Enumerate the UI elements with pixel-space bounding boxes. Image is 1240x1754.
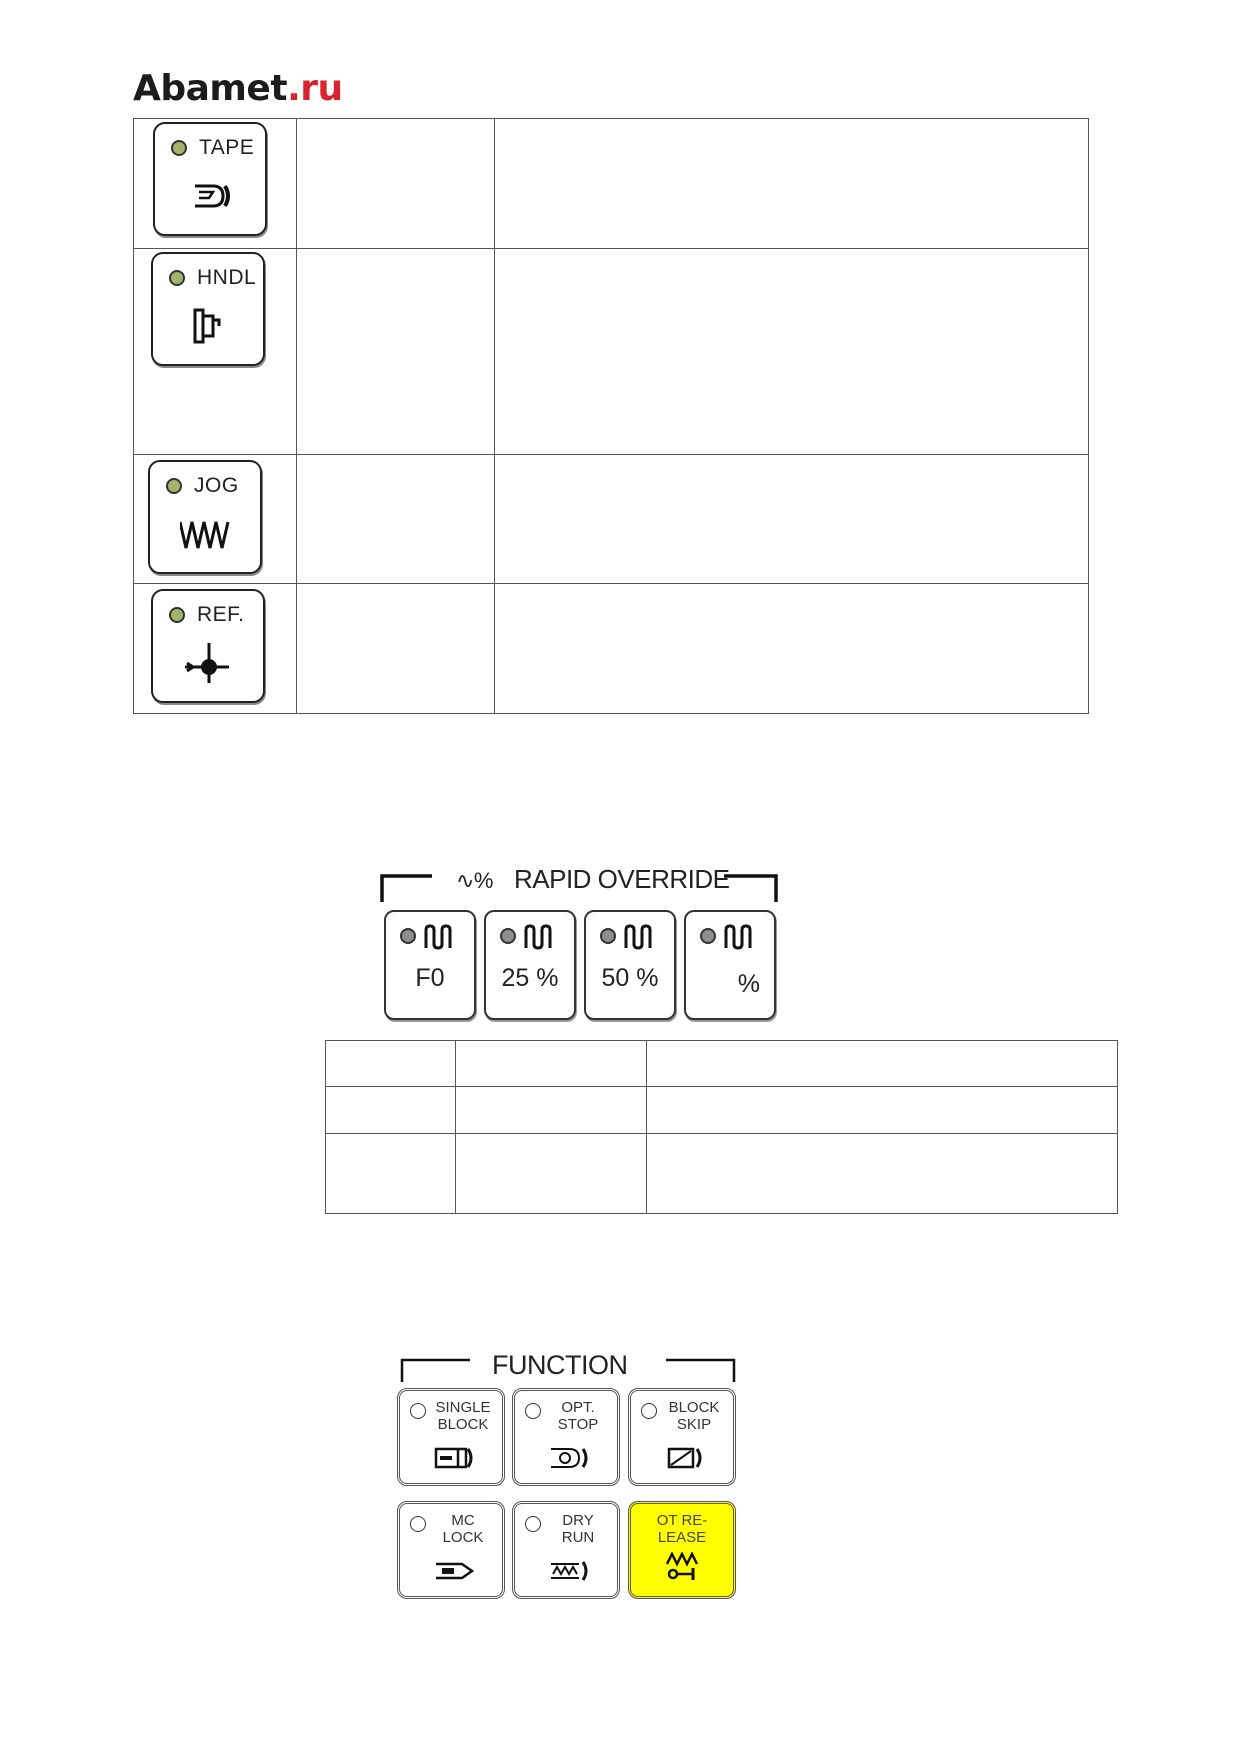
handle-mode-key[interactable]: HNDL [151,252,265,366]
rapid-override-value: % [737,970,760,998]
jog-mode-key[interactable]: JOG [148,460,262,574]
jog-icon [180,521,230,549]
dry-run-icon [551,1561,588,1581]
jog-led-indicator [166,478,182,494]
opt-stop-line1: OPT. [561,1399,595,1416]
opt-stop-led [525,1403,541,1419]
opt-stop-key[interactable]: OPT.STOP [512,1388,620,1486]
rapid-override-title: RAPID OVERRIDE [514,864,730,894]
ot-release-key[interactable]: OT RE-LEASE [628,1501,736,1599]
rapid-override-bracket [380,874,778,902]
function-bracket [400,1358,736,1382]
mode-table-col-line-2 [494,118,495,714]
reference-led-indicator [169,607,185,623]
reference-mode-key[interactable]: REF. [151,589,265,703]
handwheel-icon [193,308,221,344]
mode-table [133,118,1089,714]
rapid-wave-icon [724,924,752,950]
dry-run-led [525,1516,541,1532]
opt-stop-line2: STOP [557,1416,599,1433]
override-table-row-line-1 [325,1086,1118,1087]
handle-key-label: HNDL [197,266,257,289]
block-skip-led [641,1403,657,1419]
tape-led-indicator [171,140,187,156]
rapid-wave-icon [424,924,452,950]
reference-icon [185,643,229,683]
mc-lock-line2: LOCK [442,1529,484,1546]
mode-table-row-line-3 [133,583,1089,584]
block-skip-line1: BLOCK [668,1399,720,1416]
rapid-led-indicator [700,928,716,944]
override-table-col-line-2 [646,1040,647,1214]
opt-stop-icon [551,1448,588,1468]
rapid-wave-icon [524,924,552,950]
block-skip-icon [667,1447,702,1469]
single-block-led [410,1403,426,1419]
function-title: FUNCTION [492,1350,628,1380]
single-block-icon [434,1447,473,1469]
mc-lock-led [410,1516,426,1532]
ot-release-line1: OT RE- [656,1512,708,1529]
rapid-override-title-icon: ∿% [456,868,494,893]
logo-suffix: .ru [287,68,343,109]
handle-led-indicator [169,270,185,286]
single-block-line2: BLOCK [437,1416,489,1433]
rapid-override-100-key[interactable]: % [684,910,776,1020]
rapid-override-value: 50 % [601,964,659,992]
block-skip-line2: SKIP [676,1416,712,1433]
rapid-override-f0-key[interactable]: F0 [384,910,476,1020]
rapid-led-indicator [500,928,516,944]
jog-key-label: JOG [194,474,239,497]
ot-release-line2: LEASE [657,1529,707,1546]
rapid-override-50-key[interactable]: 50 % [584,910,676,1020]
mc-lock-line1: MC [451,1512,475,1529]
mode-table-row-line-2 [133,454,1089,455]
reference-key-label: REF. [197,603,245,626]
mode-table-row-line-1 [133,248,1089,249]
dry-run-line2: RUN [561,1529,595,1546]
override-table-row-line-2 [325,1133,1118,1134]
logo-main: Abamet [133,68,288,109]
tape-icon [195,184,230,208]
dry-run-line1: DRY [562,1512,594,1529]
single-block-line1: SINGLE [435,1399,491,1416]
override-table [325,1040,1118,1214]
rapid-override-value: F0 [415,964,445,992]
rapid-led-indicator [600,928,616,944]
mode-table-col-line-1 [296,118,297,714]
logo: Abamet.ru [133,68,343,109]
tape-key-label: TAPE [199,136,255,159]
rapid-override-value: 25 % [501,964,559,992]
mc-lock-icon [436,1562,475,1580]
rapid-override-25-key[interactable]: 25 % [484,910,576,1020]
override-table-col-line-1 [455,1040,456,1214]
rapid-led-indicator [400,928,416,944]
tape-mode-key[interactable]: TAPE [153,122,267,236]
rapid-wave-icon [624,924,652,950]
ot-release-icon [665,1552,699,1580]
